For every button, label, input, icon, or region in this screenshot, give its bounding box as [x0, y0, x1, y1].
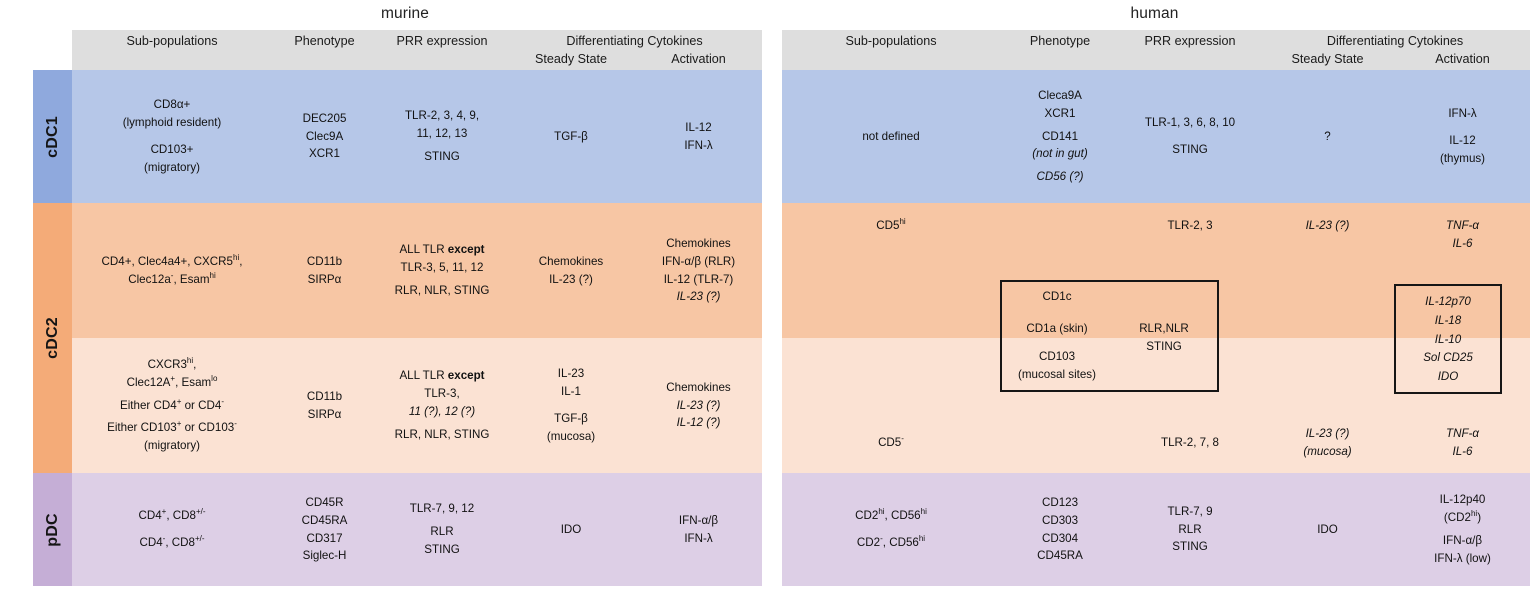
cell-murine-cdc1-subpopulations: CD8α+ (lymphoid resident) CD103+ (migrat… — [122, 98, 222, 174]
murine-cdc1-row: CD8α+ (lymphoid resident) CD103+ (migrat… — [72, 70, 762, 203]
human-title: human — [1130, 5, 1179, 22]
cell-human-cdc2a-activation: TNF-α IL-6 — [1445, 219, 1479, 250]
header-steady-state: Steady State — [507, 34, 635, 70]
cell-murine-cdc2b-prr: ALL TLR except TLR-3, 11 (?), 12 (?) RLR… — [394, 369, 490, 441]
cell-murine-cdc2a-prr: ALL TLR except TLR-3, 5, 11, 12 RLR, NLR… — [394, 243, 490, 297]
row-label-pdc-murine: pDC — [33, 473, 72, 586]
cell-human-cdc2a-steady-state: IL-23 (?) — [1305, 219, 1350, 232]
murine-pdc-row: CD4+, CD8+/- CD4-, CD8+/- CD45R CD45RA C… — [72, 473, 762, 586]
cell-human-cdc2b-steady-state: IL-23 (?) (mucosa) — [1303, 426, 1352, 458]
header-prr: PRR expression — [396, 34, 488, 48]
murine-table-panel: murine cDC1 cDC2 pDC Sub-populations Phe… — [33, 5, 762, 586]
header-phenotype: Phenotype — [294, 34, 355, 48]
box-phenotype-cd1a: CD1a (skin) — [1026, 322, 1088, 335]
cell-murine-pdc-prr: TLR-7, 9, 12 RLR STING — [409, 502, 475, 556]
row-label-cdc1-text: cDC1 — [43, 115, 61, 158]
box-prr-sting: STING — [1146, 340, 1182, 353]
box-activation-il18: IL-18 — [1434, 313, 1462, 327]
header-cytokines-group-label-human: Differentiating Cytokines — [1326, 34, 1464, 48]
row-label-cdc2-murine: cDC2 — [33, 203, 72, 473]
cell-murine-cdc2b-phenotype: CD11b SIRPα — [306, 389, 343, 421]
cell-murine-cdc1-phenotype: DEC205 Clec9A XCR1 — [302, 111, 347, 161]
cell-murine-pdc-steady-state: IDO — [560, 522, 582, 536]
header-steady-state-label: Steady State — [534, 52, 608, 67]
cell-human-cdc1-phenotype: Cleca9A XCR1 CD141 (not in gut) CD56 (?) — [1032, 88, 1088, 184]
header-cytokines-group: Differentiating Cytokines Steady State A… — [507, 30, 762, 70]
header-phenotype-human: Phenotype — [1029, 34, 1091, 48]
cell-murine-pdc-activation: IFN-α/β IFN-λ — [678, 513, 719, 545]
header-activation-label: Activation — [671, 52, 726, 67]
header-activation: Activation — [635, 34, 762, 70]
box-phenotype-cd103-note: (mucosal sites) — [1018, 368, 1096, 381]
cell-murine-pdc-phenotype: CD45R CD45RA CD317 Siglec-H — [301, 495, 348, 563]
cell-murine-cdc2a-phenotype: CD11b SIRPα — [306, 254, 343, 286]
human-cdc2a-row: CD5hi TLR-2, 3 IL-23 (?) TNF-α IL-6 — [782, 203, 1530, 338]
human-grid: Sub-populations Phenotype PRR expression… — [782, 30, 1530, 586]
cell-murine-cdc2b-steady-state: IL-23 IL-1 TGF-β (mucosa) — [546, 367, 596, 443]
human-table-panel: human Sub-populations Phenotype PRR expr… — [770, 0, 1539, 599]
cell-human-cdc2b-activation: TNF-α IL-6 — [1445, 426, 1479, 458]
cell-murine-cdc1-prr: TLR-2, 3, 4, 9, 11, 12, 13 STING — [404, 109, 480, 163]
human-pdc-row: CD2hi, CD56hi CD2-, CD56hi CD123 CD303 C… — [782, 473, 1530, 586]
row-label-cdc2-text: cDC2 — [43, 317, 61, 359]
cell-human-cdc1-activation: IFN-λ IL-12 (thymus) — [1439, 107, 1486, 165]
box-activation-il12p70: IL-12p70 — [1425, 295, 1471, 308]
box-activation-sol-cd25: Sol CD25 — [1423, 351, 1473, 365]
box-activation-ido: IDO — [1437, 370, 1459, 384]
cell-murine-cdc1-activation: IL-12 IFN-λ — [684, 120, 713, 152]
cell-human-pdc-prr: TLR-7, 9 RLR STING — [1167, 504, 1213, 554]
cell-human-pdc-activation: IL-12p40 (CD2hi) IFN-α/β IFN-λ (low) — [1434, 493, 1491, 565]
human-cdc2-activation-box: IL-12p70 IL-18 IL-10 Sol CD25 IDO — [1394, 284, 1502, 394]
box-activation-il10: IL-10 — [1434, 332, 1462, 346]
human-cdc2-phenotype-prr-box: CD1c CD1a (skin) CD103 (mucosal sites) R… — [1000, 280, 1219, 392]
cell-murine-cdc2b-activation: Chemokines IL-23 (?) IL-12 (?) — [666, 380, 731, 430]
murine-title: murine — [381, 5, 429, 22]
cell-human-pdc-phenotype: CD123 CD303 CD304 CD45RA — [1037, 495, 1083, 563]
human-cdc1-row: not defined Cleca9A XCR1 CD141 (not in g… — [782, 70, 1530, 203]
cell-murine-cdc2b-subpopulations: CXCR3hi, Clec12A+, Esamlo Either CD4+ or… — [107, 355, 237, 453]
box-phenotype-cd1c: CD1c — [1042, 290, 1072, 303]
header-cytokines-group-label: Differentiating Cytokines — [566, 34, 703, 48]
header-steady-state-label-human: Steady State — [1291, 52, 1364, 67]
cell-human-cdc1-steady-state: ? — [1324, 129, 1331, 143]
cell-human-cdc2a-prr: TLR-2, 3 — [1167, 219, 1213, 232]
cell-human-cdc1-prr: TLR-1, 3, 6, 8, 10 STING — [1144, 116, 1236, 156]
human-header-row: Sub-populations Phenotype PRR expression… — [782, 30, 1530, 70]
header-steady-state-human: Steady State — [1260, 34, 1395, 70]
cell-human-cdc1-subpopulations: not defined — [862, 129, 920, 143]
cell-human-cdc2b-prr: TLR-2, 7, 8 — [1161, 435, 1219, 449]
cell-murine-cdc1-steady-state: TGF-β — [554, 129, 588, 143]
cell-murine-cdc2a-activation: Chemokines IFN-α/β (RLR) IL-12 (TLR-7) I… — [661, 236, 736, 304]
cell-human-cdc2a-subpopulations: CD5hi — [876, 217, 906, 232]
cell-murine-cdc2a-subpopulations: CD4+, Clec4a4+, CXCR5hi, Clec12a-, Esamh… — [101, 252, 243, 286]
cell-murine-pdc-subpopulations: CD4+, CD8+/- CD4-, CD8+/- — [138, 507, 206, 549]
murine-cdc2b-row: CXCR3hi, Clec12A+, Esamlo Either CD4+ or… — [72, 338, 762, 473]
cell-human-cdc2b-subpopulations: CD5- — [878, 433, 904, 449]
row-label-cdc1-murine: cDC1 — [33, 70, 72, 203]
murine-cdc2a-row: CD4+, Clec4a4+, CXCR5hi, Clec12a-, Esamh… — [72, 203, 762, 338]
row-label-pdc-text: pDC — [43, 512, 61, 547]
header-activation-label-human: Activation — [1435, 52, 1490, 67]
header-prr-human: PRR expression — [1144, 34, 1236, 48]
box-phenotype-cd103: CD103 — [1038, 350, 1076, 363]
header-activation-human: Activation — [1395, 34, 1530, 70]
murine-header-row: Sub-populations Phenotype PRR expression… — [72, 30, 762, 70]
murine-grid: Sub-populations Phenotype PRR expression… — [72, 30, 762, 586]
cell-human-pdc-subpopulations: CD2hi, CD56hi CD2-, CD56hi — [855, 507, 927, 549]
cell-human-pdc-steady-state: IDO — [1317, 522, 1338, 536]
header-subpopulations-human: Sub-populations — [845, 34, 937, 48]
header-cytokines-group-human: Differentiating Cytokines Steady State A… — [1260, 30, 1530, 70]
cell-murine-cdc2a-steady-state: Chemokines IL-23 (?) — [538, 254, 604, 286]
human-cdc2b-row: CD5- TLR-2, 7, 8 IL-23 (?) (mucosa) TNF-… — [782, 338, 1530, 473]
header-subpopulations: Sub-populations — [126, 34, 218, 48]
box-prr-rlr-nlr: RLR,NLR — [1139, 322, 1189, 335]
